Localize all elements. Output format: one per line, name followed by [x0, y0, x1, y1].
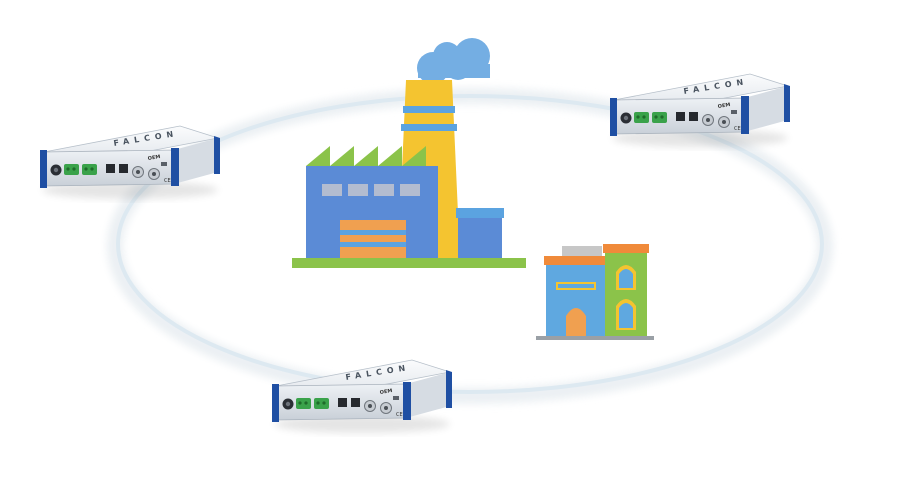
factory-icon — [292, 38, 526, 268]
device-model-label: OEM — [147, 154, 160, 162]
falcon-device-right: FALCON OEM — [610, 74, 790, 147]
falcon-device-left: FALCON OEM — [40, 126, 220, 199]
network-ring — [116, 94, 824, 394]
building-icon — [536, 244, 654, 340]
device-model-label: OEM — [717, 102, 730, 110]
device-model-label: OEM — [379, 388, 392, 396]
